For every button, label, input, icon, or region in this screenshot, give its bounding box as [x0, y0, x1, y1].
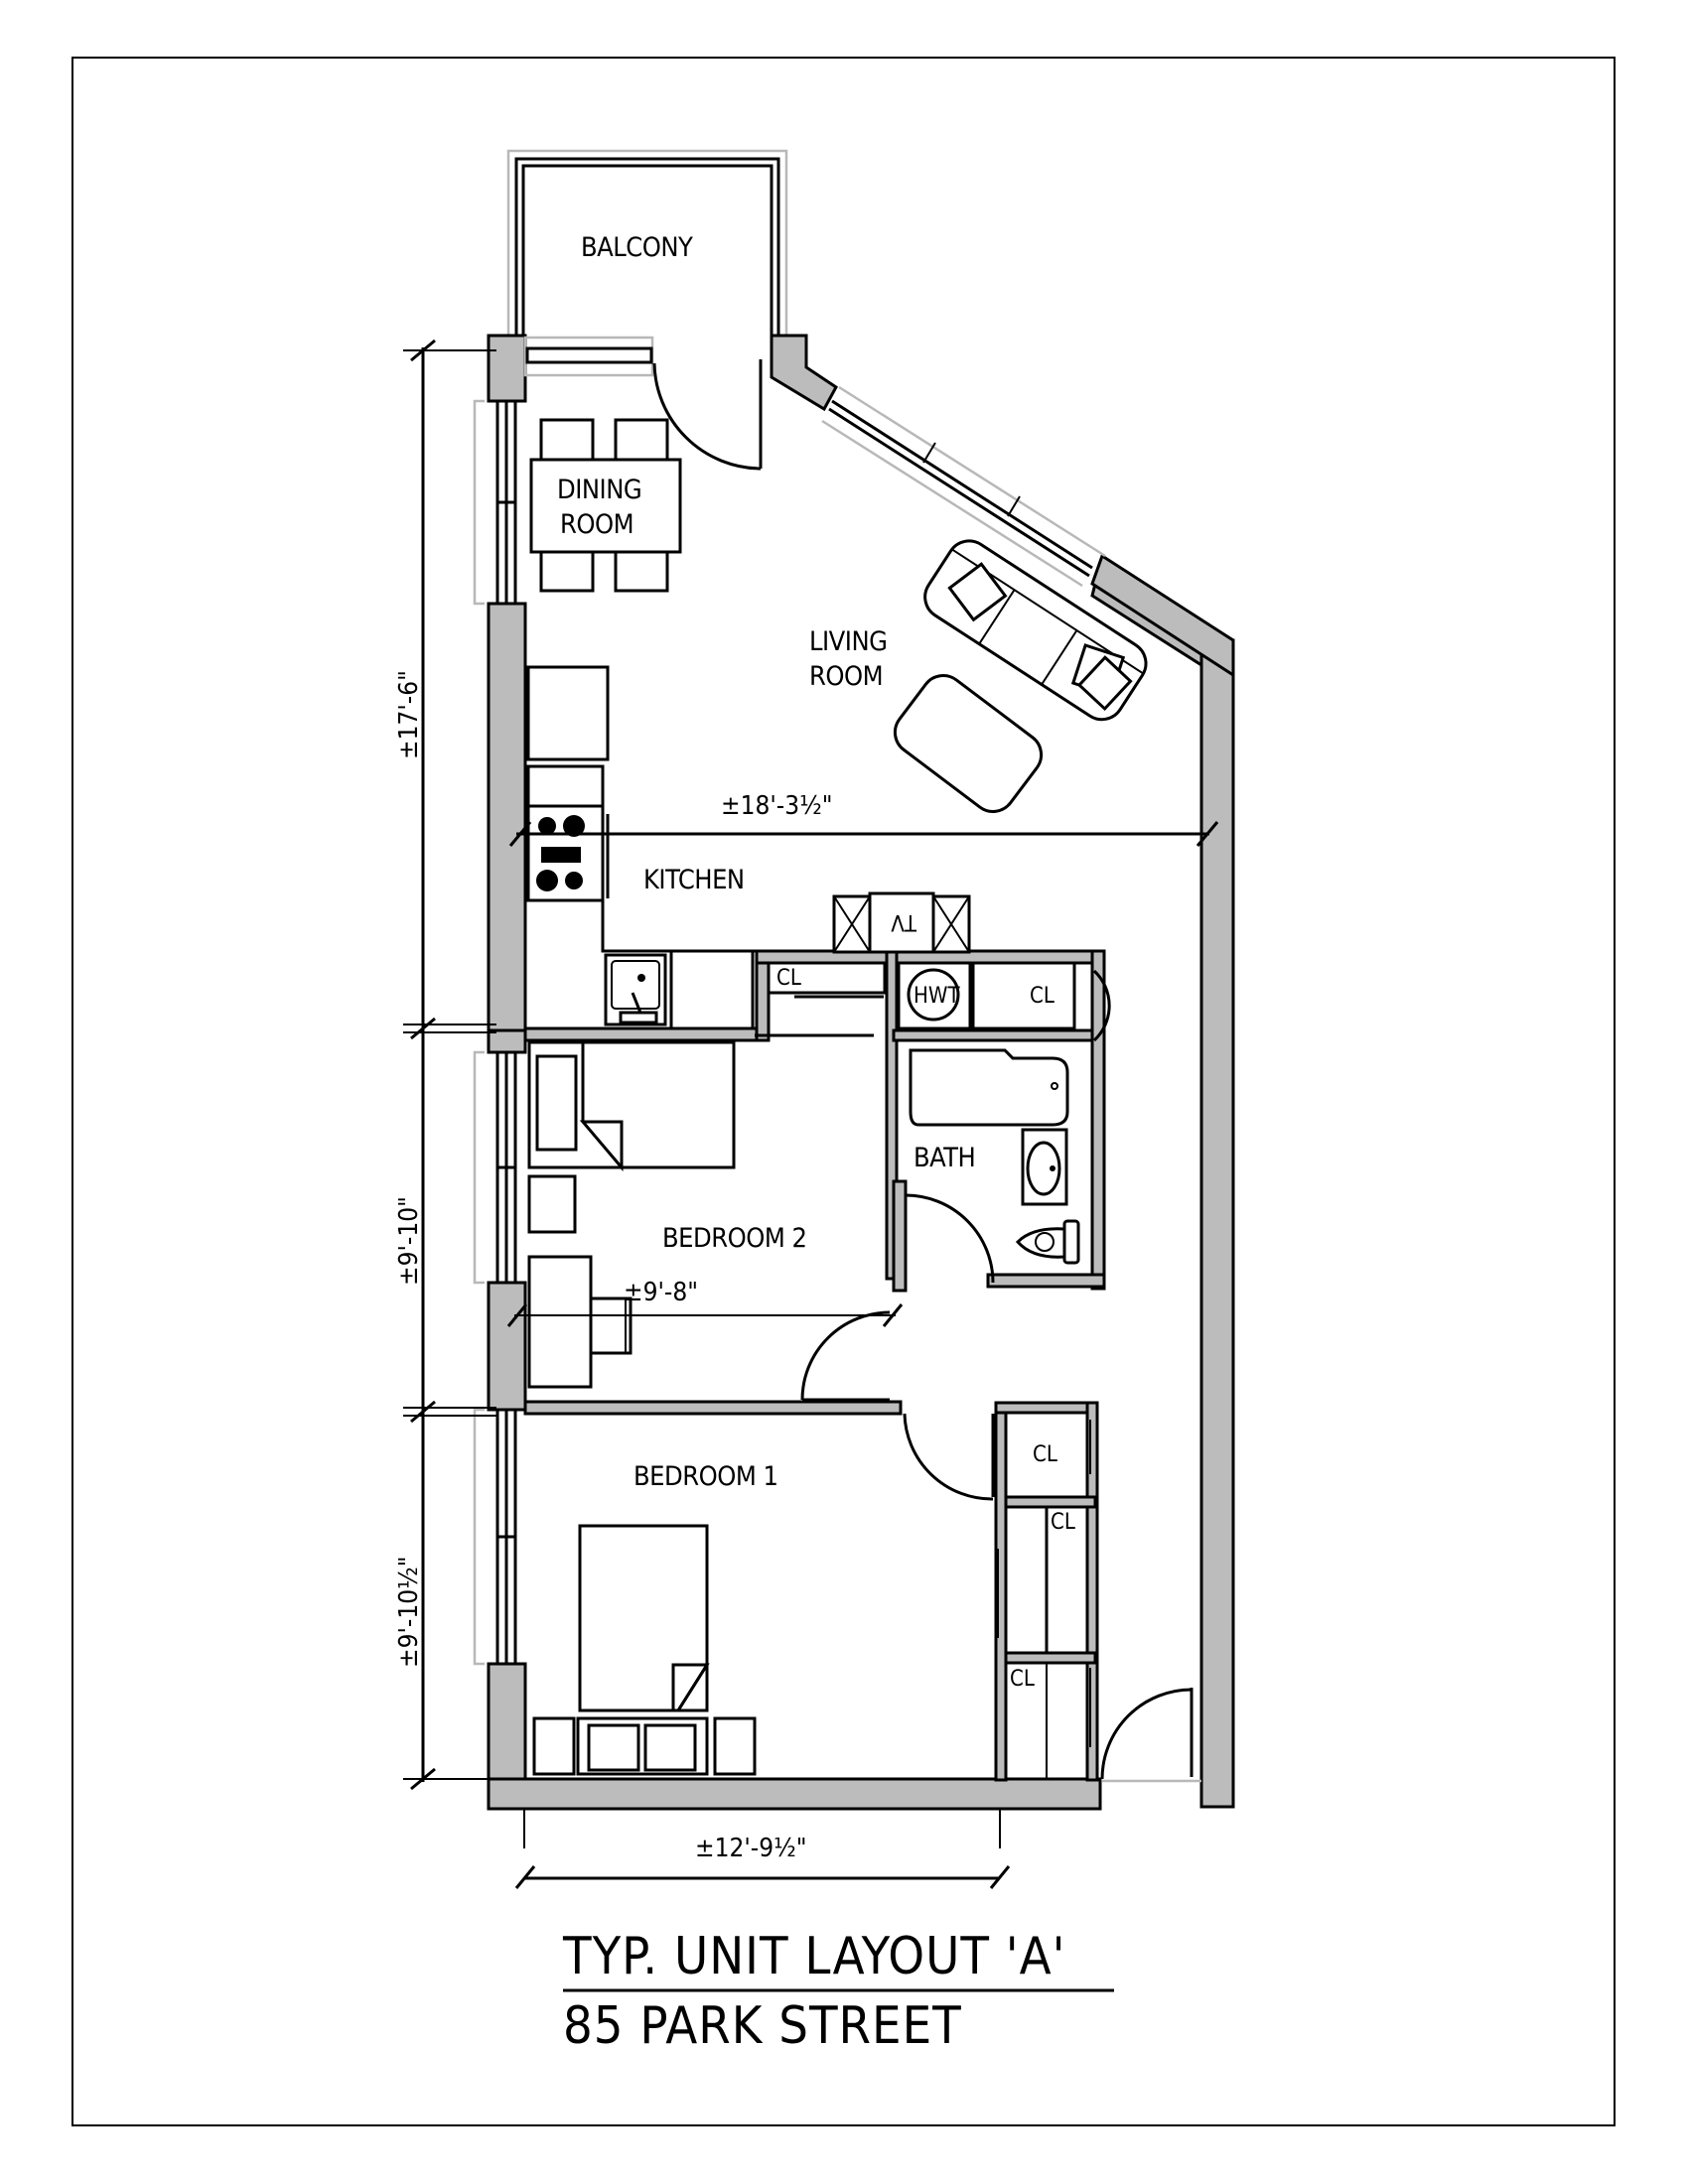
kitchen-sink	[604, 953, 667, 1026]
dining-label-1: DINING	[557, 475, 641, 505]
living-label-2: ROOM	[809, 661, 883, 692]
furniture: DINING ROOM	[526, 418, 1148, 1781]
dim-left-bottom: ±9'-10½"	[394, 1556, 424, 1668]
door-entry	[1100, 1688, 1201, 1783]
nightstand-right	[713, 1716, 757, 1776]
dishwasher	[669, 949, 755, 1030]
drawing-subtitle: 85 PARK STREET	[563, 1996, 962, 2056]
tv-unit: TV	[832, 891, 971, 954]
door-bedroom2	[800, 1310, 891, 1402]
doors	[652, 359, 1201, 1783]
window-dining	[473, 399, 517, 606]
dim-left-top: ±17'-6"	[394, 670, 424, 759]
sheet-border	[71, 57, 1616, 2126]
living-label-1: LIVING	[809, 626, 887, 657]
counter	[526, 764, 605, 808]
nightstand-left	[532, 1716, 576, 1776]
hot-water-tank: HWT	[897, 961, 972, 1030]
door-closet-hall	[1092, 969, 1111, 1042]
dim-left-mid: ±9'-10"	[394, 1196, 424, 1286]
balcony-label: BALCONY	[581, 232, 693, 263]
coffee-table	[893, 674, 1044, 813]
room-labels: LIVING ROOM KITCHEN BATH BEDROOM 2 BEDRO…	[633, 626, 976, 1492]
dining-label-2: ROOM	[560, 509, 633, 540]
closet-label-2: CL	[1030, 984, 1055, 1009]
bed-bedroom1	[576, 1524, 710, 1776]
closet-label-1: CL	[776, 966, 801, 991]
dim-living-width: ±18'-3½"	[721, 791, 833, 821]
bedroom1-label: BEDROOM 1	[633, 1461, 777, 1492]
kitchen-label: KITCHEN	[643, 865, 745, 895]
closet-label-5: CL	[1010, 1667, 1035, 1692]
hwt-label: HWT	[914, 984, 960, 1009]
closet-label-3: CL	[1033, 1442, 1057, 1467]
bath-label: BATH	[914, 1143, 975, 1173]
drawing-title: TYP. UNIT LAYOUT 'A'	[562, 1927, 1065, 1986]
balcony: BALCONY	[506, 149, 788, 338]
dim-bottom-width: ±12'-9½"	[695, 1834, 807, 1863]
dining-table: DINING ROOM	[529, 418, 682, 593]
toilet	[1015, 1219, 1080, 1265]
window-bedroom1	[473, 1408, 517, 1666]
window-balcony-slider	[523, 336, 654, 377]
door-balcony	[652, 359, 763, 471]
nightstand-bedroom2	[527, 1174, 577, 1234]
refrigerator	[526, 665, 610, 761]
tv-label: TV	[891, 909, 917, 934]
door-bath	[904, 1193, 995, 1284]
dimensions: ±17'-6" ±9'-10" ±9'-10½" ±18'-3½" ±9'-8"…	[394, 339, 1219, 1889]
sofa	[923, 539, 1148, 722]
closet-label-4: CL	[1051, 1510, 1075, 1535]
bedroom2-label: BEDROOM 2	[662, 1223, 806, 1254]
bathtub	[909, 1048, 1069, 1127]
title-block: TYP. UNIT LAYOUT 'A' 85 PARK STREET	[562, 1927, 1114, 2056]
window-bedroom2	[473, 1050, 517, 1285]
windows	[473, 336, 1106, 1666]
desk-bedroom2	[527, 1255, 633, 1389]
range	[526, 804, 610, 902]
window-living-diagonal	[821, 385, 1106, 588]
door-bedroom1	[903, 1413, 995, 1501]
dim-bedroom2-width: ±9'-8"	[624, 1278, 698, 1307]
bed-bedroom2	[527, 1040, 736, 1172]
